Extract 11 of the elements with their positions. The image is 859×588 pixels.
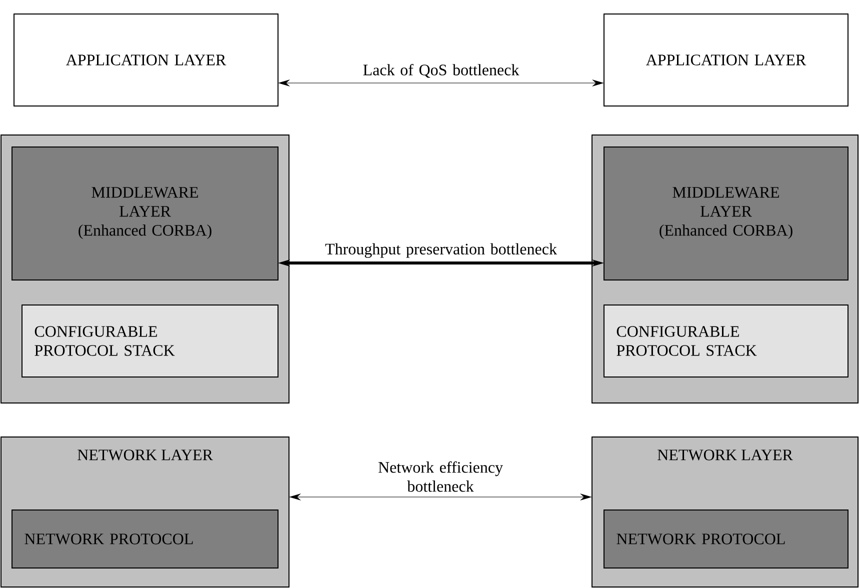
edge-label: Lack of QoS bottleneck [363, 64, 520, 78]
layer-box: APPLICATION LAYER [604, 14, 848, 106]
layer-box: MIDDLEWARE LAYER (Enhanced CORBA) [12, 146, 278, 280]
layer-box: MIDDLEWARE LAYER (Enhanced CORBA) [604, 146, 848, 280]
edge-label: Network efficiency bottleneck [378, 461, 503, 492]
layer-box: CONFIGURABLE PROTOCOL STACK [604, 304, 848, 378]
layer-box: APPLICATION LAYER [14, 14, 278, 106]
layer-box: CONFIGURABLE PROTOCOL STACK [22, 304, 278, 378]
layer-box: NETWORK PROTOCOL [12, 510, 278, 568]
edge-label: Throughput preservation bottleneck [325, 243, 557, 258]
layer-box: NETWORK PROTOCOL [604, 510, 848, 568]
